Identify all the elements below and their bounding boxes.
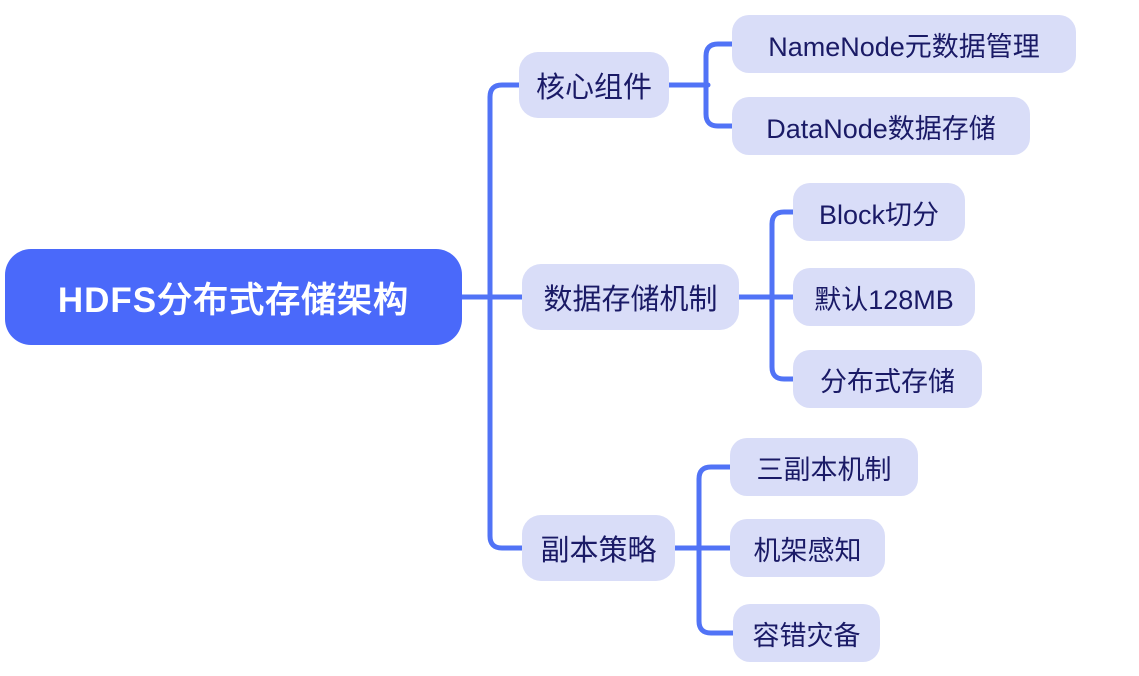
leaf-node-three-replica[interactable]: 三副本机制: [730, 438, 918, 496]
branch-node-replica-strategy[interactable]: 副本策略: [522, 515, 675, 581]
leaf-node-namenode-metadata[interactable]: NameNode元数据管理: [732, 15, 1076, 73]
connector-core-components-children: [703, 41, 737, 129]
leaf-node-datanode-storage[interactable]: DataNode数据存储: [732, 97, 1030, 155]
leaf-node-rack-awareness[interactable]: 机架感知: [730, 519, 885, 577]
connector-replica-strategy-children: [696, 464, 738, 636]
branch-node-core-components[interactable]: 核心组件: [519, 52, 669, 118]
branch-node-storage-mechanism[interactable]: 数据存储机制: [522, 264, 739, 330]
root-node-hdfs-architecture[interactable]: HDFS分布式存储架构: [5, 249, 462, 345]
connector-main-trunk: [487, 82, 527, 551]
leaf-node-default-128mb[interactable]: 默认128MB: [793, 268, 975, 326]
leaf-node-distributed-storage[interactable]: 分布式存储: [793, 350, 982, 408]
leaf-node-fault-tolerance[interactable]: 容错灾备: [733, 604, 880, 662]
leaf-node-block-split[interactable]: Block切分: [793, 183, 965, 241]
connector-storage-mechanism-children: [769, 209, 798, 382]
